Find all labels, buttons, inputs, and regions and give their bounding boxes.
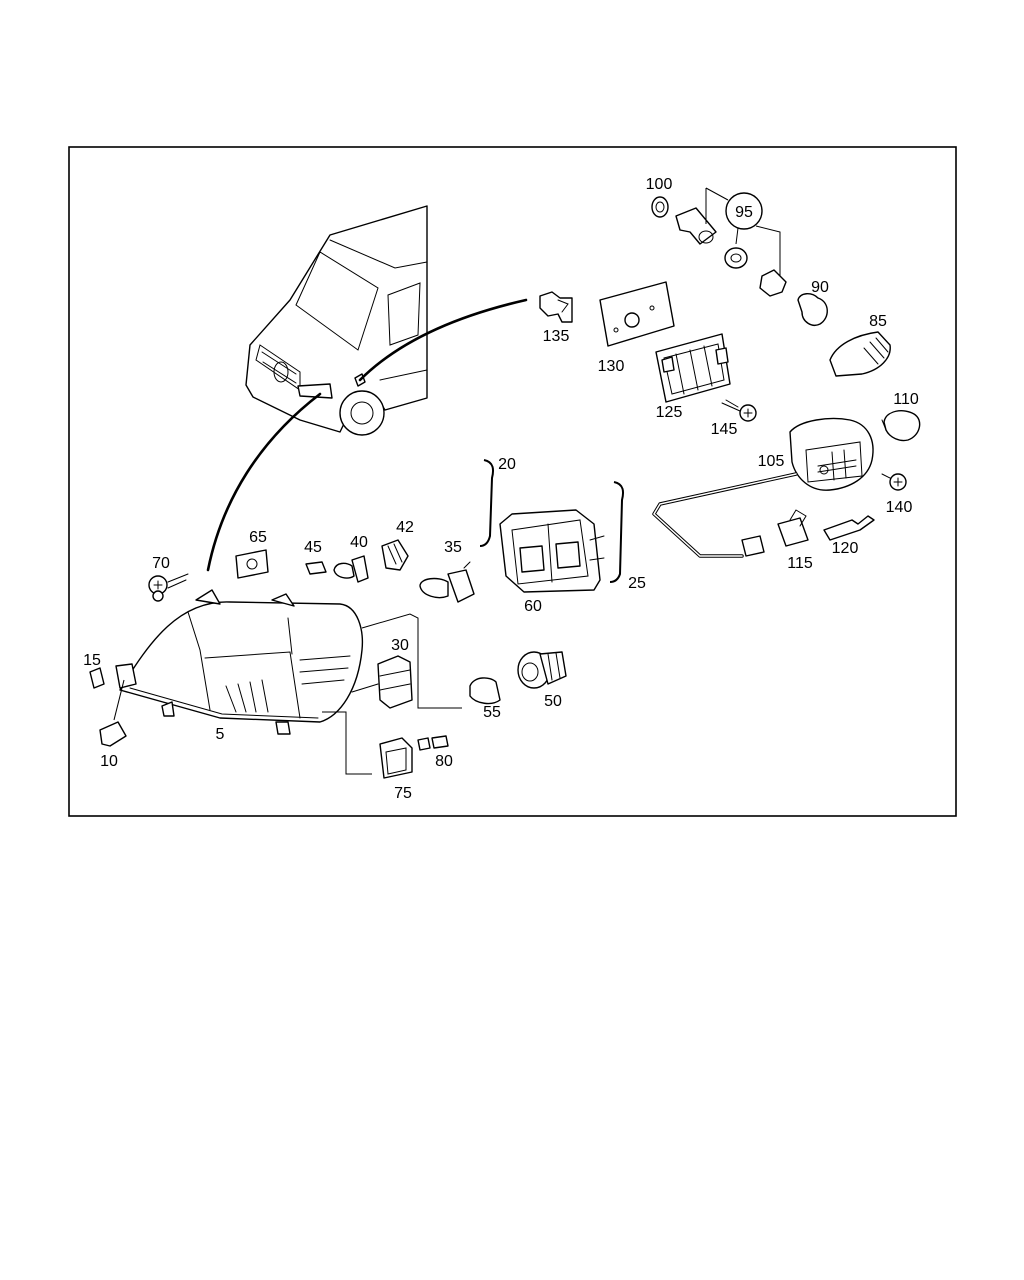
- callout-42: 42: [396, 519, 414, 536]
- callout-130: 130: [598, 358, 625, 375]
- callout-135: 135: [543, 328, 570, 345]
- callout-5: 5: [216, 726, 225, 743]
- brace-25: [609, 481, 624, 583]
- harness-plug: [741, 535, 765, 557]
- bulb-35: [419, 561, 475, 603]
- screw-145: [721, 399, 757, 422]
- bracket-10: [99, 721, 127, 747]
- callout-45: 45: [304, 539, 322, 556]
- bulb-45: [305, 561, 327, 575]
- callout-35: 35: [444, 539, 462, 556]
- callout-140: 140: [886, 499, 913, 516]
- connector-75: [379, 737, 413, 779]
- brace-20: [479, 459, 494, 547]
- bulb-110: [883, 410, 921, 442]
- callout-110: 110: [893, 391, 919, 408]
- callout-10: 10: [100, 753, 118, 770]
- bulb-55: [469, 677, 501, 705]
- callout-75: 75: [394, 785, 412, 802]
- lamp-unit-105: [789, 417, 874, 491]
- leader-arc-side-marker: [358, 298, 528, 382]
- clip-15: [89, 667, 105, 689]
- socket-50: [517, 651, 567, 689]
- bulb-holder-95: [759, 269, 787, 297]
- side-indicator-85: [829, 331, 891, 377]
- callout-40: 40: [350, 534, 368, 551]
- van-illustration: [245, 205, 428, 436]
- callout-circle-95: [725, 192, 763, 230]
- actuator-30: [351, 655, 413, 709]
- bulb-90: [797, 293, 828, 326]
- callout-70: 70: [152, 555, 170, 572]
- callout-125: 125: [656, 404, 683, 421]
- callout-85: 85: [869, 313, 887, 330]
- callout-15: 15: [83, 652, 101, 669]
- callout-60: 60: [524, 598, 542, 615]
- socket-42: [381, 539, 409, 571]
- leader-arc-headlamp: [206, 392, 322, 572]
- cable-harness: [652, 472, 798, 558]
- washer-95: [724, 247, 748, 269]
- callout-20: 20: [498, 456, 516, 473]
- headlamp-assembly-5: [115, 589, 364, 735]
- diagram-frame: [68, 146, 957, 817]
- callout-100: 100: [646, 176, 673, 193]
- callout-80: 80: [435, 753, 453, 770]
- callout-105: 105: [758, 453, 785, 470]
- callout-90: 90: [811, 279, 829, 296]
- label-plate-65: [235, 549, 269, 579]
- bulb-socket-100: [675, 207, 717, 245]
- callout-95: 95: [735, 204, 753, 221]
- callout-65: 65: [249, 529, 267, 546]
- side-marker-gasket: [599, 281, 675, 347]
- callout-115: 115: [787, 555, 813, 572]
- screw-70: [148, 573, 189, 602]
- callout-30: 30: [391, 637, 409, 654]
- callout-labels: 100 95 90 85 135 130 125 145 110 105 140…: [83, 176, 919, 802]
- terminal-120: [823, 515, 875, 541]
- pins-80: [417, 735, 449, 751]
- callout-50: 50: [544, 693, 562, 710]
- side-marker-housing: [539, 291, 573, 323]
- callout-145: 145: [711, 421, 738, 438]
- callout-120: 120: [832, 540, 859, 557]
- callout-25: 25: [628, 575, 646, 592]
- grommet-100: [651, 196, 669, 218]
- bulb-40: [333, 555, 369, 583]
- screw-140: [881, 473, 907, 491]
- callout-55: 55: [483, 704, 501, 721]
- connector-115: [777, 517, 809, 547]
